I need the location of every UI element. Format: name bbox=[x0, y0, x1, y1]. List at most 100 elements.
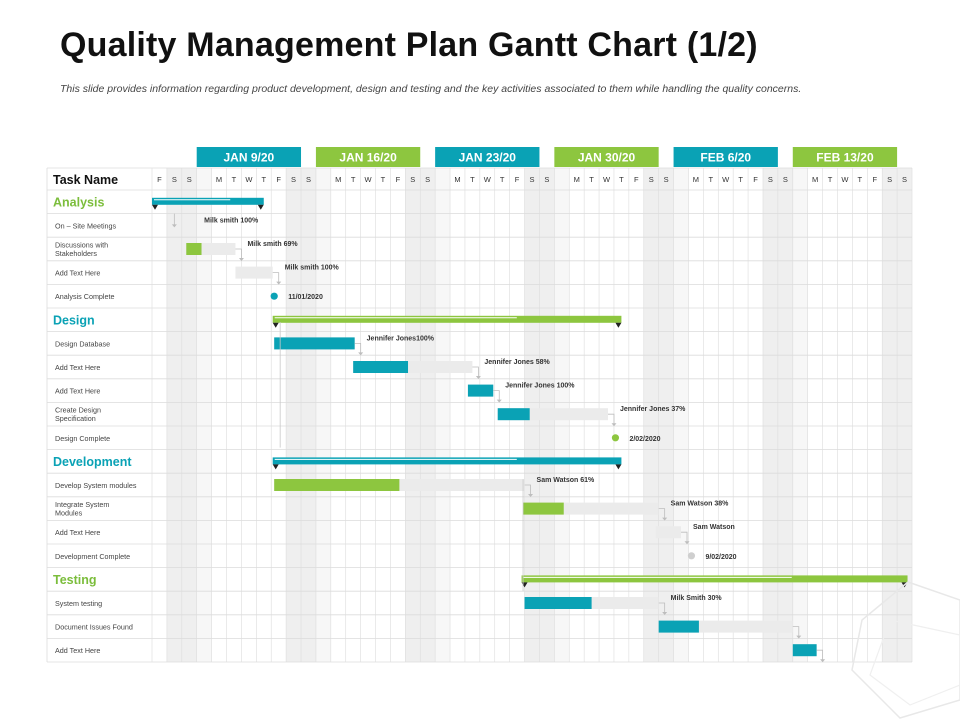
day-letter: S bbox=[529, 175, 534, 184]
task-label: Analysis Complete bbox=[55, 292, 115, 301]
task-note: Sam Watson 38% bbox=[671, 501, 729, 508]
dependency-connector bbox=[816, 649, 824, 661]
day-letter: T bbox=[232, 175, 237, 184]
milestone-date: 11/01/2020 bbox=[288, 294, 323, 301]
day-letter: S bbox=[425, 175, 430, 184]
task-label: Stakeholders bbox=[55, 249, 97, 258]
day-letter: F bbox=[396, 175, 401, 184]
task-bar-progress bbox=[497, 408, 530, 421]
weekend-column bbox=[658, 168, 674, 662]
task-label: On – Site Meetings bbox=[55, 221, 117, 230]
day-letter: S bbox=[887, 175, 892, 184]
summary-marker-start bbox=[272, 464, 279, 470]
weekend-column bbox=[882, 168, 898, 662]
milestone-marker bbox=[270, 292, 278, 300]
dependency-arrow bbox=[276, 281, 282, 285]
day-letter: S bbox=[410, 175, 415, 184]
dependency-arrow bbox=[528, 494, 534, 497]
dependency-connector bbox=[472, 366, 479, 377]
task-label: Add Text Here bbox=[55, 646, 100, 655]
task-note: Milk smith 100% bbox=[285, 265, 340, 272]
day-letter: T bbox=[470, 175, 475, 184]
day-letter: S bbox=[187, 175, 192, 184]
task-bar-progress bbox=[274, 337, 355, 350]
day-letter: T bbox=[619, 175, 624, 184]
week-header-5 bbox=[792, 147, 898, 167]
weekend-column bbox=[643, 168, 659, 662]
dependency-arrow bbox=[238, 258, 244, 261]
dependency-connector bbox=[235, 248, 242, 259]
task-label: Add Text Here bbox=[55, 363, 100, 372]
task-label: Add Text Here bbox=[55, 269, 100, 278]
task-label: Document Issues Found bbox=[55, 623, 133, 632]
task-label: Integrate System bbox=[55, 500, 109, 509]
task-label: Modules bbox=[55, 509, 83, 518]
dependency-arrow bbox=[475, 376, 481, 379]
task-bar-progress bbox=[353, 361, 409, 373]
week-header-2 bbox=[435, 147, 540, 167]
group-label: Analysis bbox=[53, 195, 104, 209]
weekend-column bbox=[897, 168, 912, 662]
week-header-1 bbox=[315, 147, 421, 167]
page-subtitle: This slide provides information regardin… bbox=[60, 83, 802, 95]
weekend-column bbox=[301, 168, 316, 662]
weekend-column bbox=[181, 168, 197, 662]
task-note: Milk smith 100% bbox=[204, 217, 259, 224]
task-label: Develop System modules bbox=[55, 481, 137, 490]
task-label: Discussions with bbox=[55, 241, 108, 250]
task-bar-progress bbox=[792, 644, 817, 657]
milestone-marker bbox=[687, 552, 696, 560]
summary-marker-end bbox=[615, 464, 622, 470]
task-note: Jennifer Jones 58% bbox=[484, 359, 550, 366]
day-letter: W bbox=[603, 175, 611, 184]
week-header-0 bbox=[196, 147, 302, 167]
task-bar-remaining bbox=[655, 526, 682, 539]
task-bar-progress bbox=[658, 620, 699, 633]
weekend-column bbox=[405, 168, 421, 662]
day-letter: F bbox=[634, 175, 639, 184]
week-header-label: JAN 30/20 bbox=[578, 151, 636, 165]
weekend-column bbox=[196, 168, 212, 662]
task-note: Jennifer Jones 100% bbox=[505, 383, 575, 390]
group-summary-bar bbox=[272, 457, 622, 465]
day-letter: F bbox=[872, 175, 877, 184]
day-letter: T bbox=[351, 175, 356, 184]
day-letter: F bbox=[515, 175, 520, 184]
weekend-column bbox=[792, 168, 808, 662]
day-letter: W bbox=[365, 175, 373, 184]
group-summary-bar bbox=[152, 197, 264, 205]
day-letter: M bbox=[454, 175, 460, 184]
day-letter: S bbox=[172, 175, 177, 184]
task-name-header: Task Name bbox=[53, 173, 118, 187]
task-label: Add Text Here bbox=[55, 387, 100, 396]
weekend-column bbox=[762, 168, 778, 662]
weekend-column bbox=[435, 168, 451, 662]
task-label: Create Design bbox=[55, 406, 101, 415]
decorative-polygon bbox=[851, 581, 960, 719]
day-letter: M bbox=[574, 175, 580, 184]
day-letter: T bbox=[709, 175, 714, 184]
task-note: Jennifer Jones 37% bbox=[620, 406, 686, 413]
day-letter: T bbox=[738, 175, 743, 184]
task-bar-progress bbox=[524, 597, 592, 609]
weekend-column bbox=[315, 168, 331, 662]
week-header-label: FEB 13/20 bbox=[816, 151, 874, 165]
weekend-column bbox=[286, 168, 302, 662]
task-note: Sam Watson bbox=[693, 524, 735, 531]
summary-marker-end bbox=[257, 204, 264, 210]
day-letter: M bbox=[216, 175, 222, 184]
task-bar-progress bbox=[274, 479, 400, 491]
summary-marker-start bbox=[152, 204, 158, 210]
dependency-arrow bbox=[684, 541, 690, 545]
day-letter: S bbox=[306, 175, 311, 184]
dependency-connector bbox=[493, 390, 500, 401]
week-header-label: FEB 6/20 bbox=[700, 151, 751, 165]
day-letter: S bbox=[768, 175, 773, 184]
task-bar-progress bbox=[186, 243, 202, 255]
group-summary-bar bbox=[521, 575, 908, 583]
weekend-column bbox=[673, 168, 689, 662]
week-header-label: JAN 23/20 bbox=[459, 151, 517, 165]
task-label: Design Complete bbox=[55, 434, 110, 443]
dependency-arrow bbox=[662, 612, 668, 615]
